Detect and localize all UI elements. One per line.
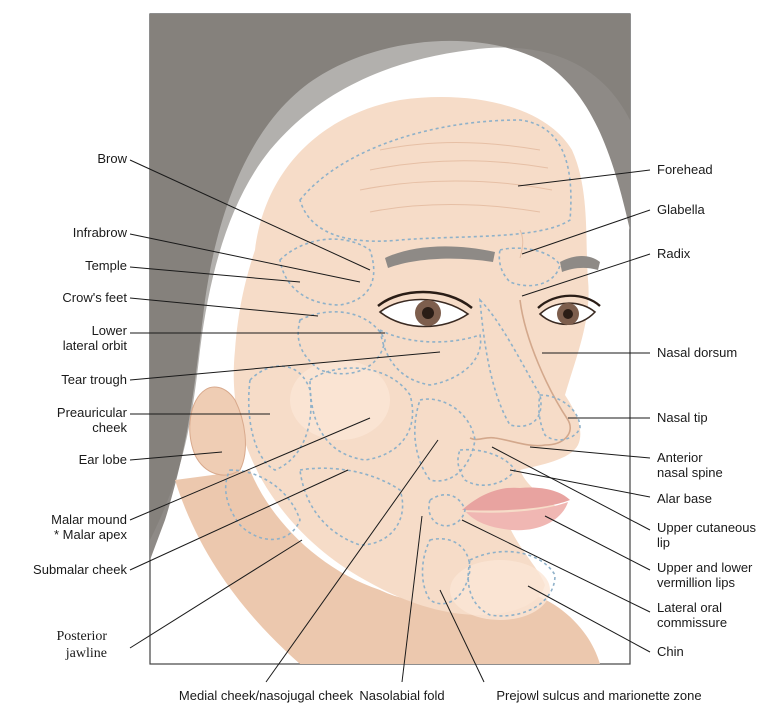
label-chin: Chin	[657, 644, 684, 659]
label-upper-cutaneous-lip: Upper cutaneous lip	[657, 520, 756, 550]
label-forehead: Forehead	[657, 162, 713, 177]
label-nasal-dorsum: Nasal dorsum	[657, 345, 737, 360]
label-infrabrow: Infrabrow	[73, 225, 127, 240]
label-lateral-oral-commissure: Lateral oral commissure	[657, 600, 727, 630]
label-alar-base: Alar base	[657, 491, 712, 506]
label-temple: Temple	[85, 258, 127, 273]
label-ear-lobe: Ear lobe	[79, 452, 127, 467]
label-posterior-jawline: Posterior jawline	[56, 628, 107, 662]
label-lower-lateral-orbit: Lower lateral orbit	[63, 323, 127, 353]
label-upper-lower-lips: Upper and lower vermillion lips	[657, 560, 752, 590]
label-radix: Radix	[657, 246, 690, 261]
label-prejowl-sulcus: Prejowl sulcus and marionette zone	[434, 688, 764, 703]
label-glabella: Glabella	[657, 202, 705, 217]
label-anterior-nasal-spine: Anterior nasal spine	[657, 450, 723, 480]
label-brow: Brow	[97, 151, 127, 166]
label-nasal-tip: Nasal tip	[657, 410, 708, 425]
label-crows-feet: Crow's feet	[62, 290, 127, 305]
label-preauricular-cheek: Preauricular cheek	[57, 405, 127, 435]
label-submalar-cheek: Submalar cheek	[33, 562, 127, 577]
label-tear-trough: Tear trough	[61, 372, 127, 387]
label-malar-mound: Malar mound * Malar apex	[51, 512, 127, 542]
